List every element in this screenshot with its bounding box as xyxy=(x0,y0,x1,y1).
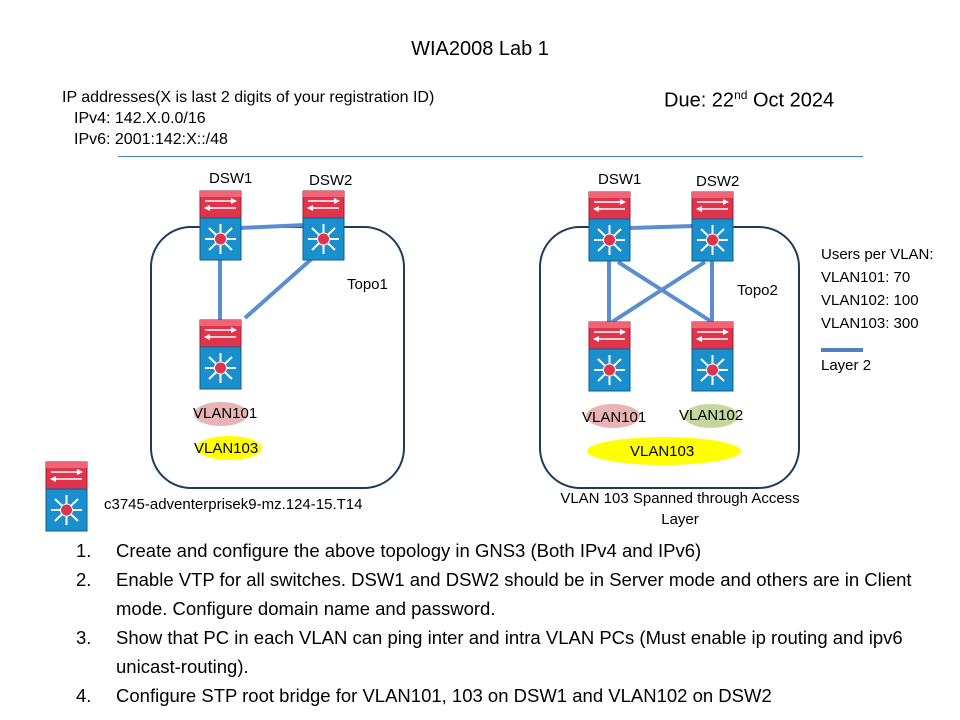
topo2-vlan101-ellipse xyxy=(586,404,640,428)
topo2-label: Topo2 xyxy=(737,282,778,299)
task-item: 2. Enable VTP for all switches. DSW1 and… xyxy=(76,565,946,623)
topo1-links xyxy=(218,223,318,320)
layer2-legend-label: Layer 2 xyxy=(821,357,872,374)
link-dsw2-access xyxy=(243,253,318,320)
ip-heading: IP addresses(X is last 2 digits of your … xyxy=(62,89,435,106)
legend-vlan102-users: VLAN102: 100 xyxy=(821,292,919,309)
model-switch-icon xyxy=(45,461,88,532)
header-divider xyxy=(118,156,863,157)
task-text: Configure STP root bridge for VLAN101, 1… xyxy=(116,685,772,706)
task-number: 3. xyxy=(76,627,92,648)
topo2-access2-switch-icon xyxy=(691,321,734,392)
due-ordinal: nd xyxy=(734,88,748,102)
link-dsw1-access2 xyxy=(616,260,714,324)
task-item: 4. Configure STP root bridge for VLAN101… xyxy=(76,681,946,710)
task-item: 1. Create and configure the above topolo… xyxy=(76,536,946,565)
topo2-dsw2-switch-icon xyxy=(691,191,734,262)
task-number: 4. xyxy=(76,685,92,706)
topo1-access-switch-icon xyxy=(199,319,242,390)
topo2-dsw2-label: DSW2 xyxy=(696,173,740,190)
task-item: 3. Show that PC in each VLAN can ping in… xyxy=(76,623,946,681)
topo2-links xyxy=(607,224,714,324)
due-date: Due: 22nd Oct 2024 xyxy=(664,88,834,113)
due-suffix: Oct 2024 xyxy=(747,89,835,112)
topo1-boundary xyxy=(150,226,405,489)
topo1-vlan101-ellipse xyxy=(194,402,248,426)
topo2-vlan101-label: VLAN101 xyxy=(582,409,647,426)
switch-model-label: c3745-adventerprisek9-mz.124-15.T14 xyxy=(104,496,363,513)
topo1-vlan103-label: VLAN103 xyxy=(194,440,259,457)
link-dsw2-access1 xyxy=(610,260,707,324)
topo2-vlan103-label: VLAN103 xyxy=(630,443,695,460)
legend-vlan103-users: VLAN103: 300 xyxy=(821,315,919,332)
topo2-vlan103-ellipse xyxy=(587,437,741,465)
topo1-dsw1-switch-icon xyxy=(199,190,242,261)
topo2-vlan102-label: VLAN102 xyxy=(679,407,744,424)
topo1-dsw1-label: DSW1 xyxy=(209,170,253,187)
ipv6-range: IPv6: 2001:142:X::/48 xyxy=(74,131,228,148)
vlan103-span-note: VLAN 103 Spanned through Access Layer xyxy=(560,490,800,528)
topo2-dsw1-label: DSW1 xyxy=(598,171,642,188)
topo2-vlan102-ellipse xyxy=(684,404,738,428)
task-text: Create and configure the above topology … xyxy=(116,540,702,561)
topo1-label: Topo1 xyxy=(347,276,388,293)
link-dsw1-dsw2 xyxy=(629,224,694,230)
topo2-access1-switch-icon xyxy=(588,321,631,392)
ip-address-info: IP addresses(X is last 2 digits of your … xyxy=(62,87,434,150)
topo1-dsw2-switch-icon xyxy=(302,190,345,261)
due-prefix: Due: 22 xyxy=(664,89,735,112)
link-dsw1-dsw2 xyxy=(239,223,306,230)
topo1-vlan101-label: VLAN101 xyxy=(193,405,258,422)
slide-title: WIA2008 Lab 1 xyxy=(411,38,549,60)
task-number: 1. xyxy=(76,540,92,561)
task-text: Enable VTP for all switches. DSW1 and DS… xyxy=(116,569,912,619)
task-list: 1. Create and configure the above topolo… xyxy=(76,536,946,710)
legend-heading: Users per VLAN: xyxy=(821,246,934,263)
layer2-legend-line xyxy=(821,348,863,352)
task-text: Show that PC in each VLAN can ping inter… xyxy=(116,627,903,677)
topo1-dsw2-label: DSW2 xyxy=(309,172,353,189)
task-number: 2. xyxy=(76,569,92,590)
legend-vlan101-users: VLAN101: 70 xyxy=(821,269,911,286)
topo1-vlan103-ellipse xyxy=(196,436,262,460)
topo2-dsw1-switch-icon xyxy=(588,191,631,262)
users-per-vlan-legend: Users per VLAN: VLAN101: 70 VLAN102: 100… xyxy=(821,243,934,335)
ipv4-range: IPv4: 142.X.0.0/16 xyxy=(74,110,206,127)
